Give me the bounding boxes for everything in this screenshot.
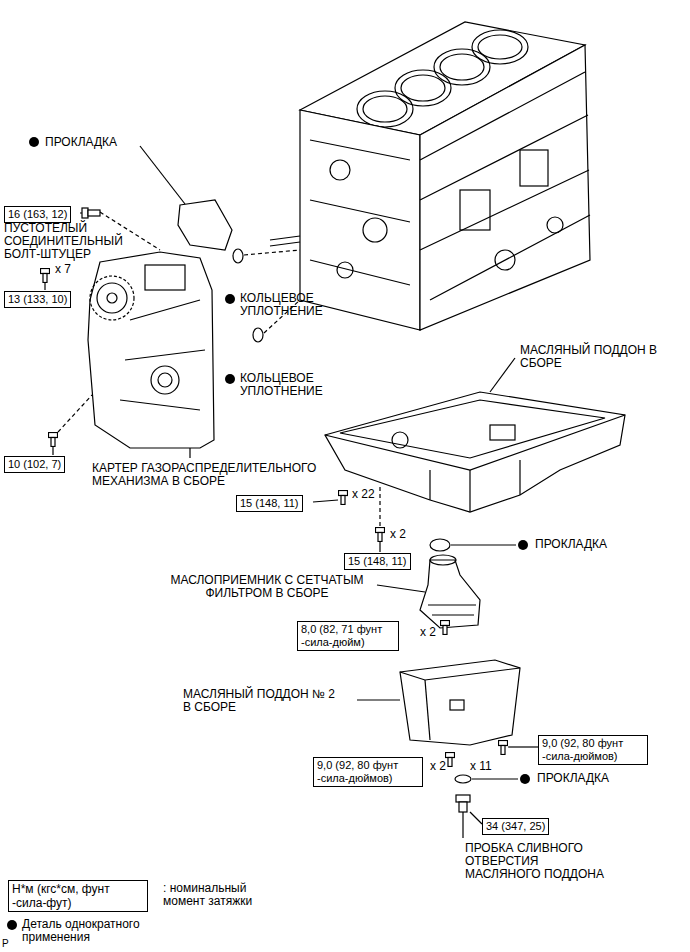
torque-value: 13 (133, 10) (8, 293, 67, 306)
part-label: P (2, 937, 9, 950)
o-ring (253, 328, 263, 342)
union-bolt (80, 208, 100, 218)
part-label: ПРОКЛАДКА (535, 538, 607, 551)
oil-pan-2 (400, 660, 520, 745)
torque-box: 10 (102, 7) (4, 456, 65, 473)
engine-block (270, 22, 590, 330)
part-label: МАСЛОПРИЕМНИК С СЕТЧАТЫМ ФИЛЬТРОМ В СБОР… (158, 574, 376, 600)
torque-value: Н*м (кгс*см, фунт -сила-фут) (12, 882, 144, 910)
part-label: ПРОКЛАДКА (45, 136, 117, 149)
torque-value: 15 (148, 11) (348, 555, 407, 568)
part-label: x 2 (430, 760, 446, 773)
torque-box: Н*м (кгс*см, фунт -сила-фут) (8, 880, 148, 912)
gasket (178, 200, 232, 250)
drain-plug (456, 795, 470, 812)
torque-box: 15 (148, 11) (236, 495, 303, 512)
torque-value: 9,0 (92, 80 фунт -сила-дюймов) (317, 759, 419, 785)
torque-value: 10 (102, 7) (8, 458, 61, 471)
o-ring (233, 249, 243, 263)
torque-box: 16 (163, 12) (4, 206, 71, 223)
oil-pan (325, 392, 625, 512)
part-label: МАСЛЯНЫЙ ПОДДОН № 2 В СБОРЕ (183, 688, 345, 714)
torque-box: 8,0 (82, 71 фунт -сила-дюйм) (297, 621, 399, 651)
part-label: ПУСТОТЕЛЫЙ СОЕДИНИТЕЛЬНЫЙ БОЛТ-ШТУЦЕР (4, 222, 132, 261)
torque-value: 16 (163, 12) (8, 208, 67, 221)
part-label: ПРОКЛАДКА (537, 772, 609, 785)
torque-value: 34 (347, 25) (486, 820, 545, 833)
single-use-dot (29, 137, 39, 147)
part-label: x 11 (470, 760, 492, 773)
torque-box: 13 (133, 10) (4, 291, 71, 308)
torque-value: 9,0 (92, 80 фунт -сила-дюймов) (542, 737, 644, 763)
legend-text: : номинальный момент затяжки (163, 882, 271, 908)
torque-value: 8,0 (82, 71 фунт -сила-дюйм) (301, 623, 395, 649)
part-label: КАРТЕР ГАЗОРАСПРЕДЕЛИТЕЛЬНОГО МЕХАНИЗМА … (92, 462, 342, 488)
timing-gear-case (88, 252, 214, 448)
gasket (430, 539, 450, 551)
torque-box: 34 (347, 25) (482, 818, 549, 835)
part-label: x 2 (420, 626, 436, 639)
part-label: x 22 (352, 488, 375, 501)
part-label: КОЛЬЦЕВОЕ УПЛОТНЕНИЕ (240, 292, 345, 318)
part-label: КОЛЬЦЕВОЕ УПЛОТНЕНИЕ (240, 372, 345, 398)
torque-box: 15 (148, 11) (344, 553, 411, 570)
part-label: x 2 (390, 528, 406, 541)
part-label: x 7 (55, 263, 71, 276)
torque-box: 9,0 (92, 80 фунт -сила-дюймов) (313, 757, 423, 787)
oil-strainer (420, 555, 480, 628)
legend-text: Деталь однократного применения (22, 918, 162, 944)
torque-value: 15 (148, 11) (240, 497, 299, 510)
gasket (455, 775, 471, 783)
part-label: МАСЛЯНЫЙ ПОДДОН В СБОРЕ (520, 344, 670, 370)
part-label: ПРОБКА СЛИВНОГО ОТВЕРСТИЯ МАСЛЯНОГО ПОДД… (465, 842, 615, 881)
torque-box: 9,0 (92, 80 фунт -сила-дюймов) (538, 735, 648, 765)
